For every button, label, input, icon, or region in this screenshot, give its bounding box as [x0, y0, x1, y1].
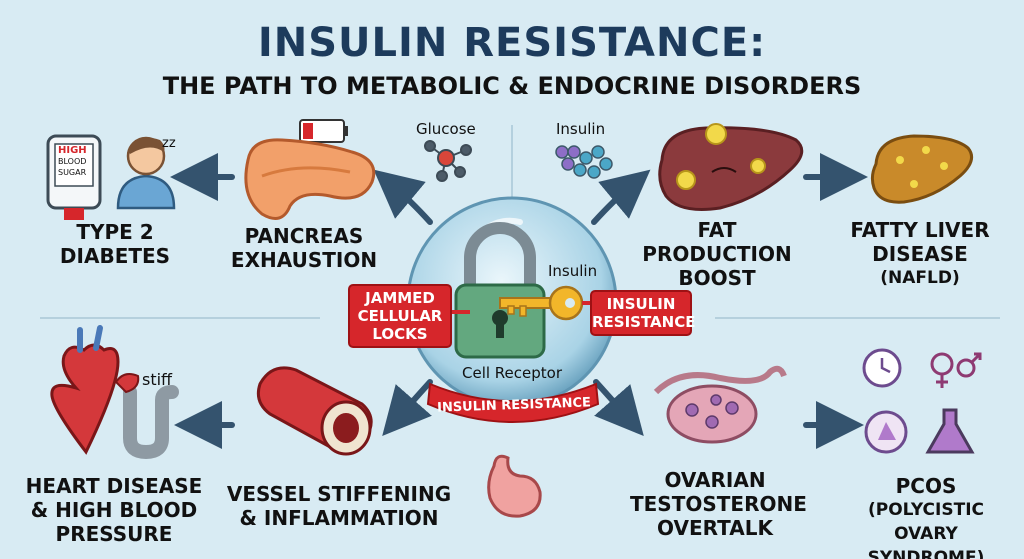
insulin-molecule-icon	[555, 145, 613, 179]
fatty-liver-icon	[870, 134, 974, 204]
fat-line-2: PRODUCTION	[642, 242, 792, 266]
ovarian-line-1: OVARIAN	[664, 468, 766, 492]
jammed-locks-tag: JAMMED CELLULAR LOCKS	[348, 284, 452, 348]
pancreas-icon	[244, 138, 376, 220]
fat-line-1: FAT	[697, 218, 737, 242]
pcos-line-1: PCOS	[895, 474, 957, 498]
sleep-zz: zz	[162, 136, 176, 151]
gender-symbols-icon	[930, 352, 982, 388]
ovary-icon	[653, 365, 787, 444]
ovarian-overtalk-label: OVARIAN TESTOSTERONE OVERTALK	[630, 468, 807, 540]
pcos-line-3: OVARY SYNDROME)	[867, 524, 985, 559]
pcos-line-2: (POLYCISTIC	[867, 500, 984, 520]
fatty-liver-line-1: FATTY LIVER	[850, 218, 990, 242]
heart-disease-label: HEART DISEASE & HIGH BLOOD PRESSURE	[14, 474, 214, 546]
type2-line-2: DIABETES	[59, 244, 171, 268]
cell-receptor-label: Cell Receptor	[462, 364, 563, 382]
type2-diabetes-label: TYPE 2 DIABETES	[40, 220, 190, 268]
type2-line-1: TYPE 2	[76, 220, 154, 244]
locks-tag-line-3: LOCKS	[372, 325, 428, 343]
pancreas-exhaustion-label: PANCREAS EXHAUSTION	[224, 224, 384, 272]
meter-line-2: BLOOD	[58, 157, 87, 166]
page-title: INSULIN RESISTANCE:	[257, 20, 767, 66]
fat-production-label: FAT PRODUCTION BOOST	[632, 218, 802, 290]
locks-tag-line-2: CELLULAR	[357, 307, 443, 325]
stomach-icon	[487, 454, 542, 518]
heart-line-1: HEART DISEASE	[25, 474, 203, 498]
glucose-label: Glucose	[416, 120, 476, 138]
fatty-liver-line-3: (NAFLD)	[880, 268, 960, 288]
heart-line-2: & HIGH BLOOD	[30, 498, 198, 522]
stiff-pipe-icon	[114, 373, 179, 460]
fat-line-3: BOOST	[678, 266, 756, 290]
pancreas-line-1: PANCREAS	[244, 224, 364, 248]
vessel-line-1: VESSEL STIFFENING	[226, 482, 452, 506]
heart-icon	[50, 325, 120, 455]
fatty-liver-line-2: DISEASE	[872, 242, 968, 266]
glucose-molecule-icon	[424, 140, 472, 182]
blood-sugar-meter-icon	[46, 134, 102, 220]
resistance-tag-line-2: RESISTANCE	[592, 313, 696, 331]
insulin-resistance-tag: INSULIN RESISTANCE	[590, 290, 696, 336]
insulin-resistance-banner	[426, 382, 600, 423]
meter-line-3: SUGAR	[58, 168, 87, 177]
pancreas-line-2: EXHAUSTION	[230, 248, 378, 272]
fatty-liver-label: FATTY LIVER DISEASE (NAFLD)	[836, 218, 1004, 290]
hormone-cycle-icon	[864, 410, 908, 454]
insulin-top-label: Insulin	[556, 120, 606, 138]
tired-person-icon	[116, 136, 176, 210]
key-icon	[499, 285, 584, 321]
meter-line-1: HIGH	[58, 145, 87, 156]
heart-line-3: PRESSURE	[55, 522, 173, 546]
arrow-center-to-ovarian	[593, 379, 644, 437]
vessel-line-2: & INFLAMMATION	[239, 506, 439, 530]
clock-cycle-icon	[862, 348, 902, 388]
arrow-center-to-pancreas	[373, 169, 433, 225]
arrow-center-to-vessel	[382, 379, 433, 437]
page-subtitle: THE PATH TO METABOLIC & ENDOCRINE DISORD…	[162, 72, 862, 100]
ovarian-line-3: OVERTALK	[657, 516, 773, 540]
locks-tag-line-1: JAMMED	[365, 289, 435, 307]
blood-vessel-icon	[256, 366, 373, 456]
low-battery-icon	[299, 119, 348, 143]
vessel-stiffening-label: VESSEL STIFFENING & INFLAMMATION	[224, 482, 454, 530]
resistance-tag-line-1: INSULIN	[606, 295, 676, 313]
pcos-label: PCOS (POLYCISTIC OVARY SYNDROME)	[838, 474, 1014, 559]
flask-icon	[925, 408, 975, 454]
ovarian-line-2: TESTOSTERONE	[630, 492, 807, 516]
arrow-center-to-fat	[591, 169, 651, 225]
stiff-label: stiff	[142, 370, 173, 389]
insulin-key-label: Insulin	[548, 262, 598, 280]
liver-icon	[658, 123, 804, 211]
